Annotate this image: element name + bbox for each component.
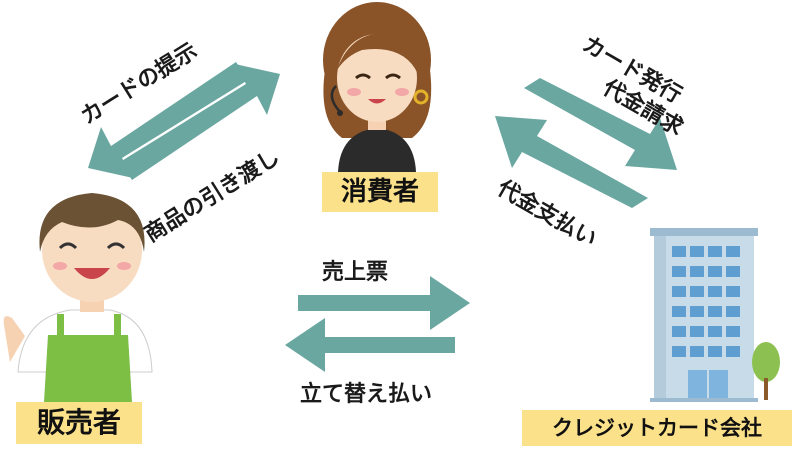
seller-tag: 販売者 <box>16 402 142 444</box>
shop-clerk-icon <box>3 193 153 402</box>
arrow-payment <box>495 116 648 208</box>
office-building-icon <box>650 228 780 402</box>
arrow-sales-slip <box>298 276 470 330</box>
woman-with-headset-icon <box>323 2 432 172</box>
arrow-goods-handover <box>120 64 280 180</box>
card-company-tag: クレジットカード会社 <box>522 410 792 446</box>
label-advance-payment: 立て替え払い <box>300 382 433 407</box>
arrow-card-issue-billing <box>524 78 677 170</box>
label-sales-slip: 売上票 <box>322 260 389 285</box>
arrow-card-present <box>88 62 248 178</box>
consumer-tag: 消費者 <box>322 172 438 212</box>
arrow-advance-payment <box>285 318 455 372</box>
